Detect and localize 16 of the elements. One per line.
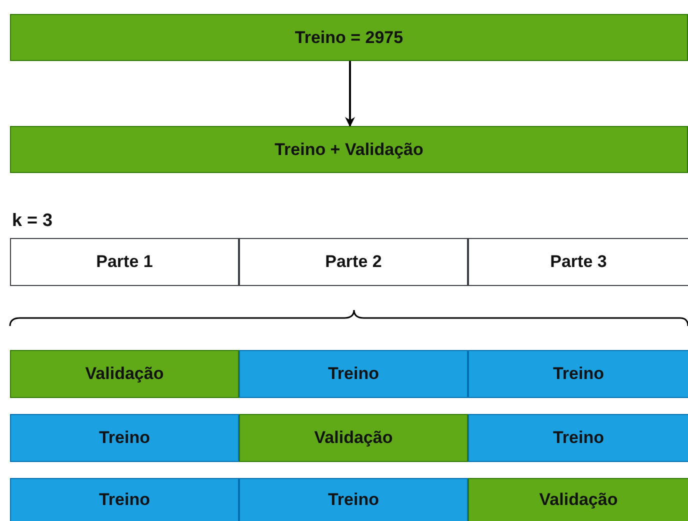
partition-cell: Parte 3: [468, 238, 688, 286]
training-fold-cell: Treino: [239, 350, 468, 398]
arrow: [345, 61, 355, 127]
training-fold-cell: Treino: [468, 350, 688, 398]
training-fold-cell: Treino: [239, 478, 468, 521]
training-fold-cell: Treino: [10, 414, 239, 462]
partition-cell: Parte 2: [239, 238, 468, 286]
validation-fold-cell: Validação: [10, 350, 239, 398]
fold-count-label: k = 3: [12, 210, 53, 231]
partition-cell: Parte 1: [10, 238, 239, 286]
validation-fold-cell: Validação: [468, 478, 688, 521]
process-box: Treino + Validação: [10, 126, 688, 173]
process-box: Treino = 2975: [10, 14, 688, 61]
training-fold-cell: Treino: [468, 414, 688, 462]
validation-fold-cell: Validação: [239, 414, 468, 462]
training-fold-cell: Treino: [10, 478, 239, 521]
